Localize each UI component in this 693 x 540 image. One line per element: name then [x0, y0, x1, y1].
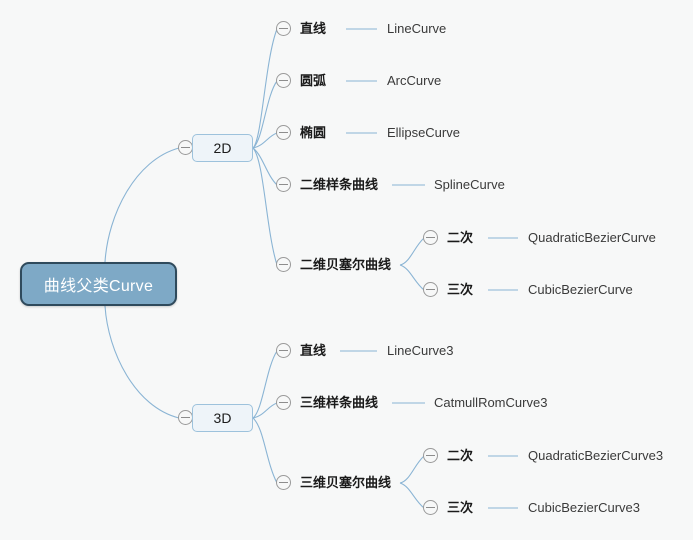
label-en-3d-child-2: CatmullRomCurve3 [434, 395, 548, 410]
label-en-2d-child-2: ArcCurve [387, 73, 442, 88]
edge-3d-child-1 [252, 350, 278, 419]
collapse-toggle-2d-bezier-sub-1[interactable] [423, 230, 438, 245]
edge-2d-bezier-sub-2 [399, 264, 425, 291]
collapse-toggle-3d-child-1[interactable] [276, 343, 291, 358]
label-cn-2d-child-2: 圆弧 [300, 73, 327, 88]
collapse-toggle-2d[interactable] [178, 140, 193, 155]
root-node-label: 曲线父类Curve [43, 278, 154, 295]
collapse-toggle-2d-child-5[interactable] [276, 257, 291, 272]
label-en-2d-child-4: SplineCurve [434, 177, 505, 192]
collapse-toggle-3d-bezier-sub-1[interactable] [423, 448, 438, 463]
edge-2d-child-2 [252, 80, 278, 149]
label-cn-3d-child-2: 三维样条曲线 [300, 395, 379, 410]
label-en-2d-child-1: LineCurve [387, 21, 447, 36]
edge-3d-child-3 [252, 417, 278, 484]
collapse-toggle-2d-child-4[interactable] [276, 177, 291, 192]
collapse-toggle-3d[interactable] [178, 410, 193, 425]
collapse-toggle-3d-child-2[interactable] [276, 395, 291, 410]
edge-2d-child-1 [252, 28, 278, 149]
edge-3d-child-2 [252, 402, 278, 419]
label-cn-2d-bezier-sub-1: 二次 [447, 230, 474, 245]
label-cn-3d-child-1: 直线 [300, 343, 327, 358]
label-en-3d-bezier-sub-2: CubicBezierCurve3 [528, 500, 640, 515]
label-cn-3d-bezier-sub-2: 三次 [447, 500, 474, 515]
label-cn-2d-child-3: 椭圆 [300, 125, 327, 140]
edge-root-to-2d [104, 147, 180, 263]
collapse-toggle-2d-child-2[interactable] [276, 73, 291, 88]
edge-2d-child-3 [252, 132, 278, 149]
edge-3d-bezier-sub-1 [399, 455, 425, 484]
root-node[interactable]: 曲线父类Curve [20, 262, 177, 306]
label-en-3d-bezier-sub-1: QuadraticBezierCurve3 [528, 448, 664, 463]
collapse-toggle-2d-child-3[interactable] [276, 125, 291, 140]
edge-2d-child-5 [252, 147, 278, 266]
label-cn-2d-child-5: 二维贝塞尔曲线 [300, 257, 392, 272]
edge-root-to-3d [104, 305, 180, 419]
label-en-2d-bezier-sub-1: QuadraticBezierCurve [528, 230, 656, 245]
branch-node-3d[interactable]: 3D [192, 404, 253, 432]
collapse-toggle-2d-child-1[interactable] [276, 21, 291, 36]
label-cn-3d-child-3: 三维贝塞尔曲线 [300, 475, 392, 490]
branch-node-2d-label: 2D [213, 140, 232, 156]
collapse-toggle-2d-bezier-sub-2[interactable] [423, 282, 438, 297]
label-cn-2d-bezier-sub-2: 三次 [447, 282, 474, 297]
edge-2d-bezier-sub-1 [399, 237, 425, 266]
label-cn-3d-bezier-sub-1: 二次 [447, 448, 474, 463]
branch-node-3d-label: 3D [213, 410, 232, 426]
collapse-toggle-3d-child-3[interactable] [276, 475, 291, 490]
edge-2d-child-4 [252, 147, 278, 186]
collapse-toggle-3d-bezier-sub-2[interactable] [423, 500, 438, 515]
label-cn-2d-child-1: 直线 [300, 21, 327, 36]
label-en-3d-child-1: LineCurve3 [387, 343, 454, 358]
edge-3d-bezier-sub-2 [399, 482, 425, 509]
label-en-2d-bezier-sub-2: CubicBezierCurve [528, 282, 633, 297]
label-cn-2d-child-4: 二维样条曲线 [300, 177, 379, 192]
branch-node-2d[interactable]: 2D [192, 134, 253, 162]
label-en-2d-child-3: EllipseCurve [387, 125, 460, 140]
